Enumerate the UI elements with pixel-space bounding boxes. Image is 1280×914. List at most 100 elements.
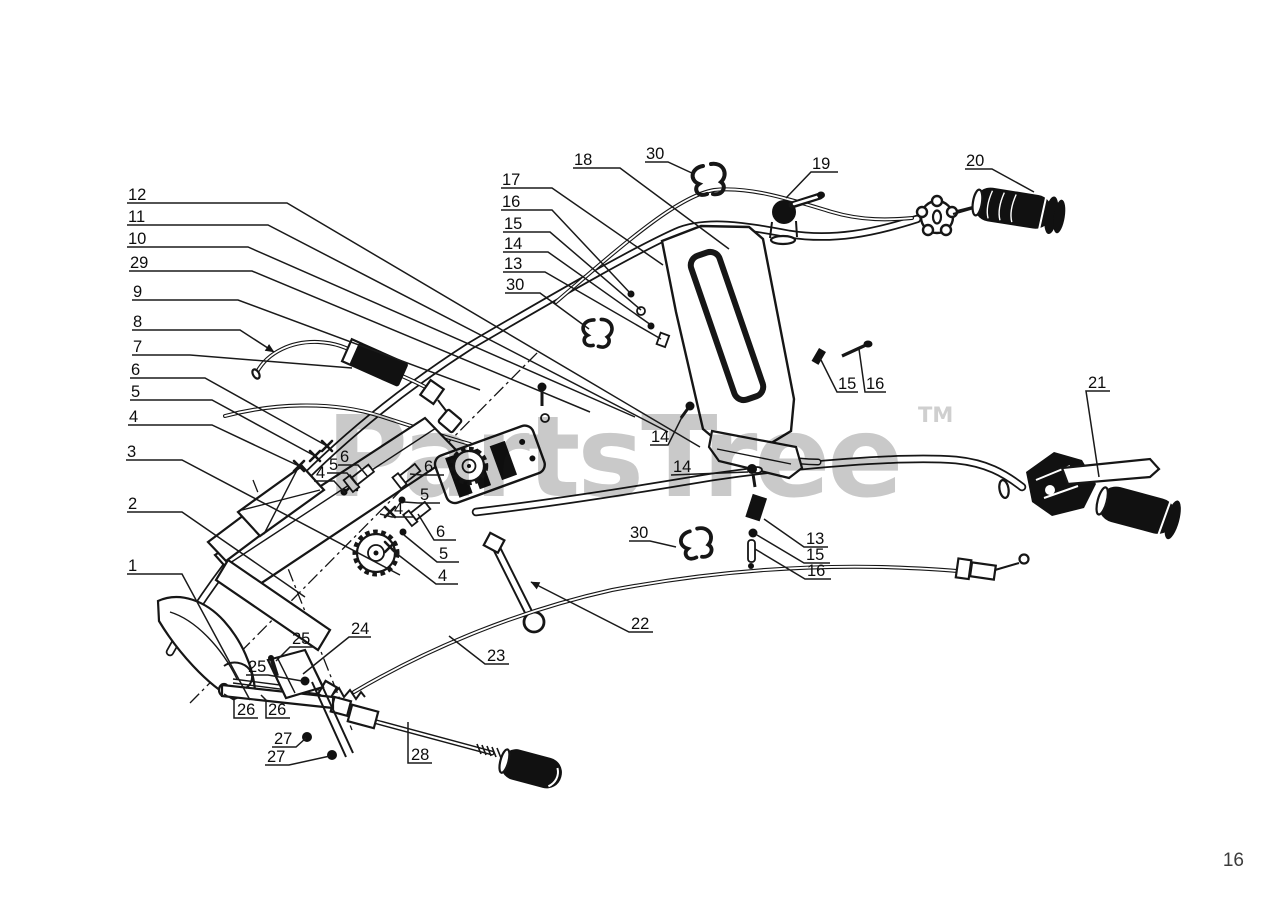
callout-14: 14: [650, 412, 685, 446]
pin: [747, 539, 756, 563]
leader-line: [132, 329, 275, 353]
leader-line: [127, 573, 251, 701]
leader-line: [130, 399, 316, 457]
console-tray: [707, 429, 804, 480]
callout-20: 20: [965, 152, 1035, 193]
callout-label: 5: [439, 545, 448, 563]
cable-adjuster: [954, 557, 998, 581]
callout-label: 26: [237, 701, 255, 719]
callout-label: 25: [292, 630, 310, 648]
control-cable: [316, 553, 1030, 702]
leader-line: [246, 674, 303, 682]
leader-line: [403, 534, 459, 563]
leader-line: [645, 161, 695, 175]
leader-line: [126, 459, 401, 576]
cable-hook-end: [1018, 553, 1030, 565]
callout-30: 30: [629, 524, 677, 548]
callout-label: 29: [130, 254, 148, 272]
callout-27: 27: [272, 730, 307, 748]
callout-label: 5: [420, 486, 429, 504]
leader-line: [391, 549, 458, 585]
gearbox-mount-assembly: [213, 416, 546, 594]
callout-label: 6: [424, 458, 433, 476]
leader-line: [302, 636, 371, 675]
callout-label: 6: [131, 361, 140, 379]
callout-label: 4: [438, 567, 447, 585]
callout-9: 9: [132, 283, 481, 391]
callout-label: 17: [502, 171, 520, 189]
leader-line: [505, 292, 590, 330]
cable-clips: [581, 161, 727, 561]
kill-switch: [769, 191, 825, 246]
leader-line: [1085, 390, 1110, 478]
leader-line: [338, 464, 369, 478]
shift-rod: [329, 695, 562, 789]
lower-bracket-assembly: [217, 648, 354, 760]
leader-line: [129, 270, 591, 413]
callout-label: 19: [812, 155, 830, 173]
leader-line: [503, 271, 662, 340]
callout-6: 6: [417, 513, 456, 541]
leader-line: [127, 511, 306, 598]
leader-line: [501, 209, 632, 295]
leader-line: [260, 694, 290, 719]
callout-label: 30: [646, 145, 664, 163]
callout-14: 14: [503, 235, 652, 326]
callout-22: 22: [530, 581, 653, 633]
leader-line: [127, 246, 636, 418]
leader-line: [573, 167, 730, 250]
callout-label: 5: [329, 456, 338, 474]
callout-24: 24: [302, 620, 371, 675]
leader-line: [127, 224, 669, 433]
callout-11: 11: [127, 208, 669, 433]
callout-6: 6: [409, 458, 444, 476]
callout-15: 15: [819, 357, 858, 393]
callout-label: 14: [504, 235, 522, 253]
callout-label: 27: [274, 730, 292, 748]
callout-19: 19: [785, 155, 838, 199]
leader-line: [128, 424, 300, 467]
handlebar-grip-right: [971, 187, 1066, 235]
callout-label: 10: [128, 230, 146, 248]
watermark-tm: TM: [918, 403, 953, 427]
callout-5: 5: [130, 383, 316, 457]
mount-brackets: [156, 464, 332, 701]
leader-line: [132, 299, 481, 391]
leader-line: [275, 646, 314, 662]
callout-label: 5: [131, 383, 140, 401]
callout-13: 13: [503, 255, 662, 340]
callout-label: 1: [128, 557, 137, 575]
leader-line: [756, 534, 830, 564]
callout-label: 25: [248, 658, 266, 676]
callout-label: 15: [806, 546, 824, 564]
leader-line: [403, 501, 440, 504]
leader-line: [327, 472, 358, 486]
callout-25: 25: [275, 630, 314, 662]
leader-line: [754, 548, 831, 580]
callout-4: 4: [391, 549, 458, 585]
leader-line: [629, 540, 677, 548]
callout-27: 27: [265, 748, 331, 766]
page-number: 16: [1222, 850, 1244, 871]
callout-4: 4: [128, 408, 300, 467]
leader-line: [314, 480, 346, 494]
cable-clip: [581, 317, 614, 349]
callout-label: 30: [630, 524, 648, 542]
leader-line: [785, 171, 838, 199]
clutch-lever-assembly: [998, 452, 1181, 540]
callout-2: 2: [127, 495, 306, 598]
callout-label: 12: [128, 186, 146, 204]
callout-3: 3: [126, 443, 401, 576]
leader-line: [130, 377, 328, 447]
console-panel: [660, 224, 804, 480]
callout-30: 30: [645, 145, 695, 175]
callout-label: 16: [502, 193, 520, 211]
callout-16: 16: [858, 348, 886, 393]
cable-sleeve: [340, 337, 408, 387]
callout-label: 13: [806, 530, 824, 548]
pin: [270, 659, 279, 677]
console-slot: [687, 248, 767, 404]
callout-label: 24: [351, 620, 369, 638]
